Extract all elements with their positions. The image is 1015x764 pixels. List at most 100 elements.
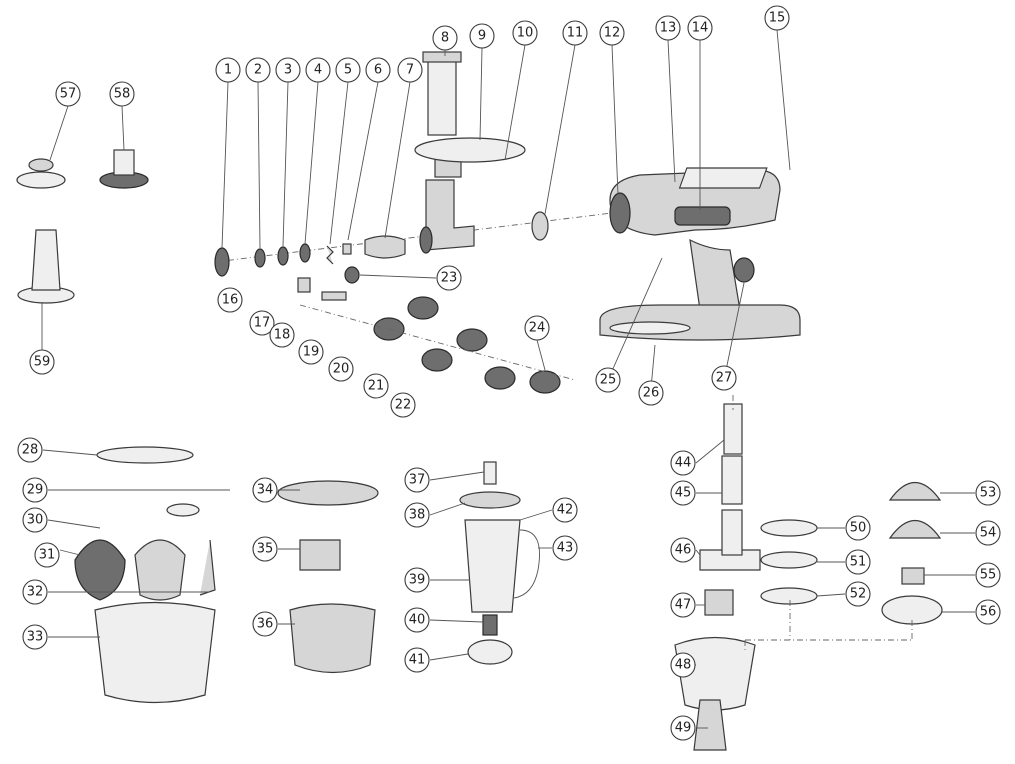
callout-label: 44 bbox=[675, 456, 692, 471]
callout-label: 16 bbox=[222, 293, 239, 308]
leader-lines bbox=[41, 29, 975, 729]
callout-52: 52 bbox=[845, 581, 871, 607]
callout-28: 28 bbox=[17, 437, 43, 463]
callout-32: 32 bbox=[22, 579, 48, 605]
grinder-assembly bbox=[214, 51, 621, 301]
callout-label: 40 bbox=[409, 613, 426, 628]
callout-42: 42 bbox=[552, 497, 578, 523]
side-accessories bbox=[16, 149, 149, 304]
callout-25: 25 bbox=[595, 367, 621, 393]
callout-31: 31 bbox=[34, 542, 60, 568]
callout-33: 33 bbox=[22, 624, 48, 650]
callout-label: 55 bbox=[980, 568, 997, 583]
callout-1: 1 bbox=[215, 57, 241, 83]
callout-54: 54 bbox=[975, 520, 1001, 546]
callout-label: 9 bbox=[478, 29, 486, 44]
food-processor bbox=[674, 403, 818, 751]
callout-38: 38 bbox=[404, 502, 430, 528]
callout-label: 25 bbox=[600, 373, 617, 388]
callout-label: 1 bbox=[224, 63, 232, 78]
callout-label: 57 bbox=[60, 87, 77, 102]
callout-label: 56 bbox=[980, 605, 997, 620]
callout-18: 18 bbox=[269, 322, 295, 348]
callout-29: 29 bbox=[22, 477, 48, 503]
callout-22: 22 bbox=[390, 392, 416, 418]
callout-21: 21 bbox=[363, 373, 389, 399]
callout-12: 12 bbox=[599, 20, 625, 46]
callout-label: 19 bbox=[303, 345, 320, 360]
callout-16: 16 bbox=[217, 287, 243, 313]
callout-41: 41 bbox=[404, 647, 430, 673]
callout-44: 44 bbox=[670, 450, 696, 476]
callout-label: 24 bbox=[529, 321, 546, 336]
callout-2: 2 bbox=[245, 57, 271, 83]
callout-7: 7 bbox=[397, 57, 423, 83]
callout-label: 39 bbox=[409, 573, 426, 588]
callout-17: 17 bbox=[249, 310, 275, 336]
callout-label: 20 bbox=[333, 362, 350, 377]
callout-50: 50 bbox=[845, 515, 871, 541]
callout-label: 30 bbox=[27, 513, 44, 528]
callout-40: 40 bbox=[404, 607, 430, 633]
callout-58: 58 bbox=[109, 81, 135, 107]
callout-15: 15 bbox=[764, 5, 790, 31]
callout-label: 51 bbox=[850, 555, 867, 570]
callout-label: 18 bbox=[274, 328, 291, 343]
callout-label: 42 bbox=[557, 503, 574, 518]
callout-24: 24 bbox=[524, 315, 550, 341]
callout-label: 27 bbox=[716, 371, 733, 386]
callout-label: 58 bbox=[114, 87, 131, 102]
connection-lines bbox=[732, 395, 913, 650]
callout-label: 14 bbox=[692, 21, 709, 36]
callout-label: 53 bbox=[980, 486, 997, 501]
callout-label: 45 bbox=[675, 486, 692, 501]
callout-37: 37 bbox=[404, 467, 430, 493]
callout-39: 39 bbox=[404, 567, 430, 593]
stand-mixer-body bbox=[599, 167, 801, 341]
blender bbox=[459, 461, 540, 665]
callout-label: 50 bbox=[850, 521, 867, 536]
callout-label: 48 bbox=[675, 658, 692, 673]
callout-51: 51 bbox=[845, 549, 871, 575]
callout-label: 59 bbox=[34, 355, 51, 370]
callout-45: 45 bbox=[670, 480, 696, 506]
callout-43: 43 bbox=[552, 535, 578, 561]
callout-label: 49 bbox=[675, 721, 692, 736]
callout-label: 13 bbox=[660, 21, 677, 36]
callout-3: 3 bbox=[275, 57, 301, 83]
grinder-plates bbox=[299, 296, 576, 394]
callout-26: 26 bbox=[638, 380, 664, 406]
callout-label: 47 bbox=[675, 598, 692, 613]
callout-35: 35 bbox=[252, 536, 278, 562]
callout-46: 46 bbox=[670, 537, 696, 563]
callout-label: 43 bbox=[557, 541, 574, 556]
callout-label: 41 bbox=[409, 653, 426, 668]
callout-label: 29 bbox=[27, 483, 44, 498]
callout-57: 57 bbox=[55, 81, 81, 107]
callout-label: 22 bbox=[395, 398, 412, 413]
callout-53: 53 bbox=[975, 480, 1001, 506]
callout-label: 46 bbox=[675, 543, 692, 558]
callout-23: 23 bbox=[436, 265, 462, 291]
callout-label: 12 bbox=[604, 26, 621, 41]
callout-55: 55 bbox=[975, 562, 1001, 588]
callout-9: 9 bbox=[469, 23, 495, 49]
callout-30: 30 bbox=[22, 507, 48, 533]
callout-label: 2 bbox=[254, 63, 262, 78]
juicer bbox=[881, 482, 943, 625]
callout-label: 11 bbox=[567, 26, 584, 41]
callout-14: 14 bbox=[687, 15, 713, 41]
callout-59: 59 bbox=[29, 349, 55, 375]
callout-label: 5 bbox=[344, 63, 352, 78]
callout-49: 49 bbox=[670, 715, 696, 741]
callout-label: 34 bbox=[257, 483, 274, 498]
callout-label: 8 bbox=[441, 31, 449, 46]
callouts: 1 2 3 4 5 6 7 8 9 10 11 12 13 14 15 16 1… bbox=[17, 5, 1001, 741]
mixing-attachments bbox=[74, 446, 216, 704]
callout-label: 35 bbox=[257, 542, 274, 557]
callout-label: 33 bbox=[27, 630, 44, 645]
callout-label: 21 bbox=[368, 379, 385, 394]
callout-label: 26 bbox=[643, 386, 660, 401]
callout-27: 27 bbox=[711, 365, 737, 391]
